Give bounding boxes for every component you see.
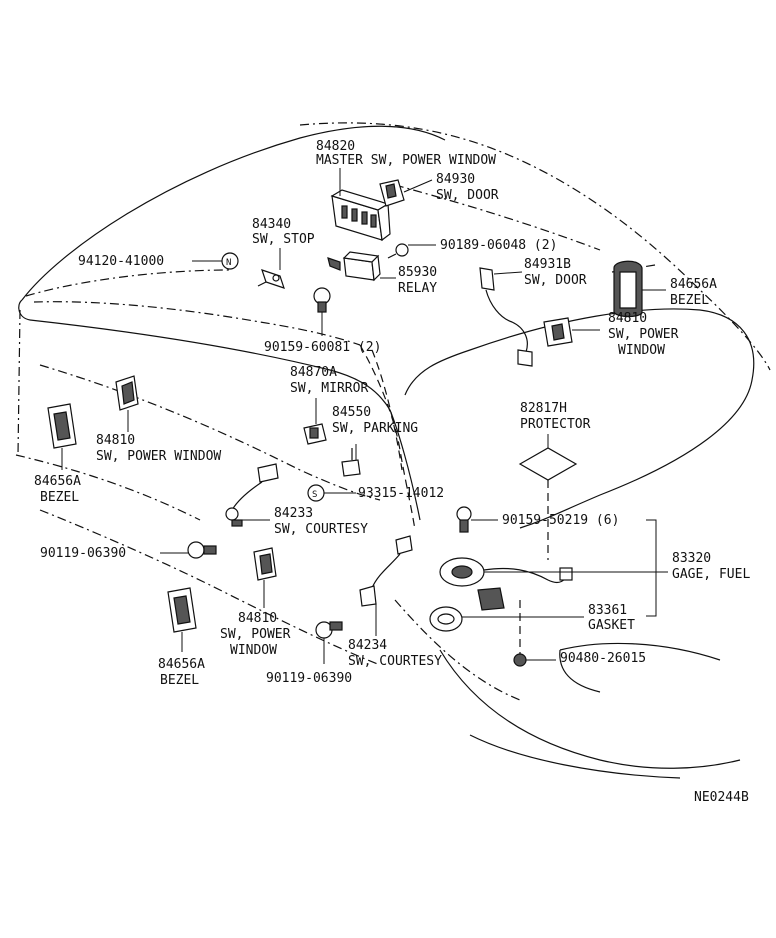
- svg-text:S: S: [312, 490, 317, 500]
- door-sw-wired-description: SW, DOOR: [524, 273, 587, 288]
- door-switch-part: [379, 179, 405, 207]
- dashed-outlines: [15, 122, 771, 701]
- stop-sw-description: SW, STOP: [252, 232, 315, 247]
- power-window-switch-rear-part: [253, 547, 277, 581]
- bolt-60081-number: 90159-60081 (2): [264, 340, 381, 355]
- door-switch-wired-part: [479, 267, 533, 367]
- screw-50219-part: [456, 506, 472, 533]
- master-sw-description: MASTER SW, POWER WINDOW: [316, 153, 496, 168]
- nut-26015-part: [513, 653, 527, 667]
- screw-06390-b-number: 90119-06390: [266, 671, 352, 686]
- pw-sw-right-number: 84810: [608, 311, 647, 326]
- relay-description: RELAY: [398, 281, 437, 296]
- mirror-sw-description: SW, MIRROR: [290, 381, 368, 396]
- parking-sw-description: SW, PARKING: [332, 421, 418, 436]
- courtesy-front-description: SW, COURTESY: [274, 522, 368, 537]
- pw-sw-right-description-1: SW, POWER: [608, 327, 679, 342]
- door-sw-description: SW, DOOR: [436, 188, 499, 203]
- diagram-code: NE0244B: [694, 790, 749, 805]
- courtesy-switch-rear-part: [359, 535, 413, 607]
- protector-number: 82817H: [520, 401, 567, 416]
- nut-41000-number: 94120-41000: [78, 254, 164, 269]
- stop-switch-part: [257, 269, 285, 289]
- gasket-number: 83361: [588, 603, 627, 618]
- gage-number: 83320: [672, 551, 711, 566]
- bezel-rear-description: BEZEL: [160, 673, 199, 688]
- master-switch-power-window-part: [330, 189, 391, 242]
- vehicle-body-outline: [18, 125, 755, 779]
- courtesy-switch-front-part: [225, 463, 279, 527]
- pw-sw-rear-number: 84810: [238, 611, 277, 626]
- pw-sw-rear-description-1: SW, POWER: [220, 627, 291, 642]
- courtesy-front-number: 84233: [274, 506, 313, 521]
- bezel-rear-number: 84656A: [158, 657, 205, 672]
- gasket-description: GASKET: [588, 618, 635, 633]
- mirror-switch-part: [303, 423, 327, 445]
- clip-part: S: [307, 484, 325, 502]
- relay-part: [327, 251, 381, 282]
- gage-description: GAGE, FUEL: [672, 567, 750, 582]
- pw-sw-left-description: SW, POWER WINDOW: [96, 449, 221, 464]
- bolt-60081-part: [313, 287, 331, 313]
- bezel-rear-part: [167, 587, 197, 633]
- bezel-left-description: BEZEL: [40, 490, 79, 505]
- door-sw-number: 84930: [436, 172, 475, 187]
- door-sw-wired-number: 84931B: [524, 257, 571, 272]
- screw-50219-number: 90159-50219 (6): [502, 513, 619, 528]
- power-window-switch-right-part: [543, 317, 573, 347]
- master-sw-number: 84820: [316, 139, 355, 154]
- bezel-right-part: [613, 260, 643, 318]
- courtesy-rear-description: SW, COURTESY: [348, 654, 442, 669]
- power-window-switch-left-part: [115, 375, 139, 411]
- screw-06390-a-number: 90119-06390: [40, 546, 126, 561]
- bezel-right-description: BEZEL: [670, 293, 709, 308]
- nut-part: N: [221, 252, 239, 270]
- mirror-sw-number: 84870A: [290, 365, 337, 380]
- bezel-right-number: 84656A: [670, 277, 717, 292]
- relay-number: 85930: [398, 265, 437, 280]
- svg-text:N: N: [226, 258, 231, 268]
- bezel-left-part: [47, 403, 77, 449]
- fuel-gage-part: [439, 557, 573, 611]
- callout-labels: 84820 MASTER SW, POWER WINDOW 84930 SW, …: [34, 139, 750, 805]
- protector-part: [518, 447, 578, 481]
- protector-description: PROTECTOR: [520, 417, 591, 432]
- screw-06390-a-part: [187, 541, 217, 559]
- pw-sw-rear-description-2: WINDOW: [230, 643, 277, 658]
- screw-06048-part: [387, 243, 409, 259]
- screw-06390-b-part: [315, 621, 343, 639]
- parking-switch-part: [341, 448, 361, 477]
- gasket-part: [429, 606, 463, 632]
- clip-number: 93315-14012: [358, 486, 444, 501]
- bezel-left-number: 84656A: [34, 474, 81, 489]
- screw-06048-number: 90189-06048 (2): [440, 238, 557, 253]
- pw-sw-left-number: 84810: [96, 433, 135, 448]
- parking-sw-number: 84550: [332, 405, 371, 420]
- stop-sw-number: 84340: [252, 217, 291, 232]
- pw-sw-right-description-2: WINDOW: [618, 343, 665, 358]
- courtesy-rear-number: 84234: [348, 638, 387, 653]
- nut-26015-number: 90480-26015: [560, 651, 646, 666]
